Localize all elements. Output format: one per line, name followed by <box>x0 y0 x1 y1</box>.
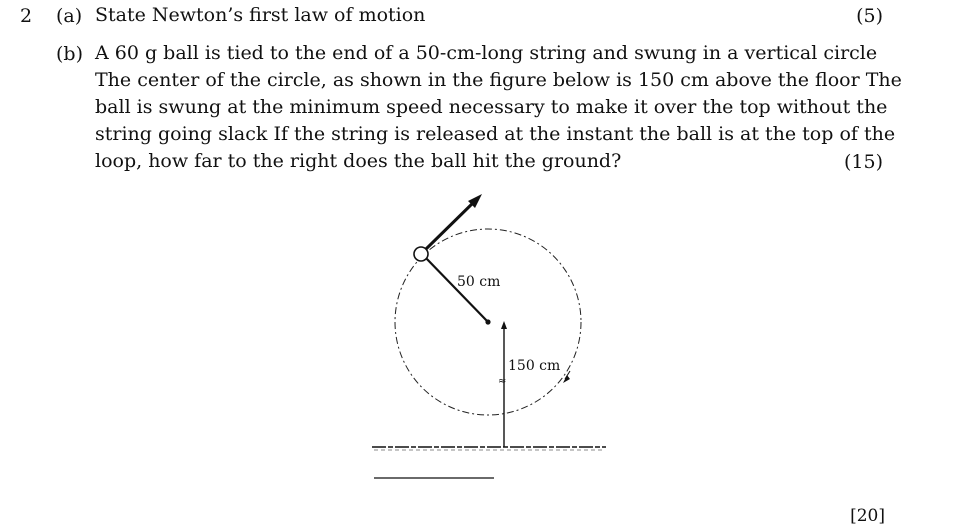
question-number: 2 <box>20 5 33 27</box>
part-b-line-4: string going slack If the string is rele… <box>95 123 896 145</box>
part-b-line-3: ball is swung at the minimum speed neces… <box>95 96 888 118</box>
velocity-arrowhead <box>468 194 482 208</box>
total-marks: [20] <box>850 506 885 526</box>
motion-tick-arrowhead <box>563 375 570 383</box>
string-line <box>423 255 489 323</box>
radius-label: 50 cm <box>457 274 500 290</box>
part-a-marks: (5) <box>856 5 883 27</box>
circle-motion-figure: 50 cm ≈ 150 cm <box>372 194 606 479</box>
height-arrowhead-top <box>501 321 507 329</box>
ball <box>413 246 429 262</box>
part-b-line-5: loop, how far to the right does the ball… <box>95 150 622 172</box>
part-a-label: (a) <box>56 5 83 27</box>
part-b-line-1: A 60 g ball is tied to the end of a 50-c… <box>95 42 878 64</box>
part-b-marks: (15) <box>843 151 883 173</box>
velocity-arrow <box>424 197 479 251</box>
center-point <box>485 319 491 325</box>
part-b-line-2: The center of the circle, as shown in th… <box>95 69 902 91</box>
vertical-circle-path <box>394 228 582 416</box>
part-b-label: (b) <box>56 43 83 65</box>
height-label: 150 cm <box>508 358 560 374</box>
break-mark: ≈ <box>498 376 506 387</box>
part-a-text: State Newton’s first law of motion <box>95 4 426 26</box>
